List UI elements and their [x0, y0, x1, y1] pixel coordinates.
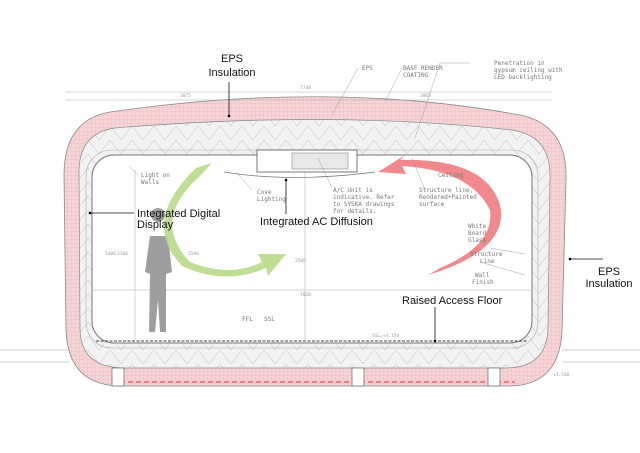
note-structure-line-right-line2: Line: [480, 258, 495, 265]
foundation-piers: [111, 367, 501, 387]
dim-inner-width: 7020: [300, 292, 311, 298]
note-cove-lighting: Cove: [257, 189, 272, 196]
svg-text:Raised Access Floor: Raised Access Floor: [402, 295, 503, 307]
dim-height-center: 2560: [295, 258, 306, 264]
dim-left: 3875: [180, 93, 191, 99]
ground-lines: [0, 349, 640, 363]
note-ac-unit-line4: for details.: [333, 208, 376, 215]
svg-text:Integrated Digital: Integrated Digital: [137, 208, 220, 220]
callout-eps-top: EPS Insulation: [208, 53, 256, 118]
dim-height-small: 1400: [105, 251, 116, 257]
callout-raised-floor: Raised Access Floor: [402, 295, 503, 343]
dim-height-left: 3100: [117, 251, 128, 257]
note-wall-finish-line2: Finish: [472, 279, 494, 286]
note-ac-unit-line3: to SYSKA drawings: [333, 201, 395, 208]
ac-unit: [223, 149, 376, 178]
note-ffl: FFL: [242, 316, 253, 323]
svg-text:EPS: EPS: [598, 266, 620, 278]
note-light-on-walls: Light on: [141, 172, 170, 179]
callout-ac-diffusion: Integrated AC Diffusion: [260, 178, 373, 228]
note-penetration: Penetration in: [494, 60, 545, 67]
technical-notes: [129, 62, 526, 276]
note-ground-level: +3.540: [553, 372, 570, 378]
note-ssl: SSL: [264, 316, 275, 323]
note-penetration-line2: gypsum ceiling with: [494, 67, 563, 74]
svg-text:Integrated AC Diffusion: Integrated AC Diffusion: [260, 216, 373, 228]
human-figure: [145, 208, 172, 332]
note-ac-unit: A/C Unit is: [333, 187, 373, 194]
note-light-on-walls-line2: Walls: [141, 179, 159, 186]
dim-overall: 7740: [300, 85, 311, 91]
note-structure-line-top-line2: Rendered+Painted: [419, 194, 477, 201]
note-ssl-level: SSL=+4.150: [372, 333, 399, 339]
svg-text:Display: Display: [137, 219, 174, 231]
note-cove-lighting-line2: Lighting: [257, 196, 286, 203]
red-airflow-arrow: [378, 155, 502, 275]
note-eps: EPS: [362, 65, 373, 72]
note-structure-line-right: Structure: [470, 251, 503, 258]
green-airflow-arrow: [164, 163, 286, 277]
svg-text:Insulation: Insulation: [585, 278, 632, 290]
note-structure-line-top: Structure line,: [419, 187, 473, 194]
svg-text:Insulation: Insulation: [208, 67, 255, 79]
note-wall-finish: Wall: [475, 272, 490, 279]
note-structure-line-top-line3: surface: [419, 201, 445, 208]
note-penetration-line3: LED backlighting: [494, 74, 552, 81]
note-white-board-line3: Glass: [468, 237, 486, 244]
callout-eps-right: EPS Insulation: [568, 257, 633, 290]
note-white-board-line2: Board: [468, 230, 486, 237]
note-ceiling: Ceiling: [438, 172, 464, 179]
note-basf-line2: COATING: [403, 72, 429, 79]
note-white-board: White: [468, 223, 486, 230]
callout-digital-display: Integrated Digital Display: [88, 208, 220, 231]
dim-right: 3865: [420, 93, 431, 99]
dim-height-mid: 2500: [188, 251, 199, 257]
svg-text:EPS: EPS: [221, 53, 243, 65]
note-ac-unit-line2: indicative. Refer: [333, 194, 395, 201]
note-basf: BASF RENDER: [403, 65, 443, 72]
